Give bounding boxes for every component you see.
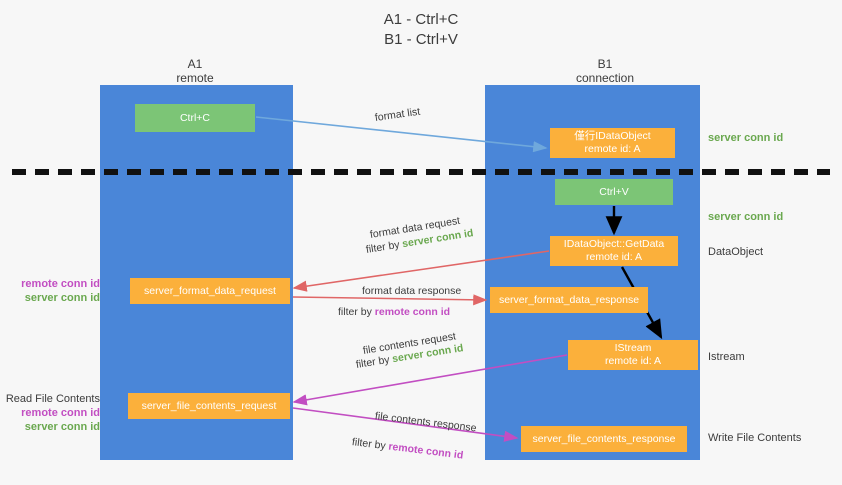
box-server-file-contents-request-label: server_file_contents_request bbox=[141, 399, 277, 412]
caption-format-data-response: format data response bbox=[362, 284, 461, 298]
label-read-file-contents: Read File Contents bbox=[5, 393, 100, 405]
label-remote-conn-id-2: remote conn id bbox=[21, 407, 100, 419]
column-b1-subtitle: connection bbox=[575, 71, 635, 85]
box-server-format-data-response[interactable]: server_format_data_response bbox=[490, 287, 648, 313]
box-ctrl-v-label: Ctrl+V bbox=[599, 185, 629, 198]
column-b1-name: B1 bbox=[597, 57, 613, 71]
box-idataobject-sublabel: remote id: A bbox=[584, 143, 641, 155]
box-idataobject-getdata[interactable]: IDataObject::GetData remote id: A bbox=[550, 236, 678, 266]
box-idataobject[interactable]: 僅行IDataObject remote id: A bbox=[550, 128, 675, 158]
box-ctrl-v[interactable]: Ctrl+V bbox=[555, 179, 673, 205]
label-group-conn-ids-top: remote conn id server conn id bbox=[8, 277, 100, 305]
page-title: A1 - Ctrl+C B1 - Ctrl+V bbox=[0, 10, 842, 50]
label-server-conn-id-1: server conn id bbox=[24, 292, 100, 304]
box-server-file-contents-response-label: server_file_contents_response bbox=[532, 432, 676, 445]
box-istream-sublabel: remote id: A bbox=[604, 355, 662, 367]
box-getdata-sublabel: remote id: A bbox=[585, 251, 643, 263]
label-write-file-contents: Write File Contents bbox=[708, 432, 802, 444]
box-istream[interactable]: IStream remote id: A bbox=[568, 340, 698, 370]
box-server-format-data-response-label: server_format_data_response bbox=[498, 293, 640, 306]
label-server-conn-id-top: server conn id bbox=[708, 132, 784, 144]
label-remote-conn-id-1: remote conn id bbox=[21, 278, 100, 290]
box-getdata-label: IDataObject::GetData bbox=[563, 238, 665, 250]
box-istream-label: IStream bbox=[614, 342, 652, 354]
label-group-read-file-contents: Read File Contents remote conn id server… bbox=[4, 392, 100, 434]
title-line-2: B1 - Ctrl+V bbox=[384, 31, 458, 48]
box-ctrl-c[interactable]: Ctrl+C bbox=[135, 104, 255, 132]
box-server-file-contents-request[interactable]: server_file_contents_request bbox=[128, 393, 290, 419]
box-idataobject-label: 僅行IDataObject bbox=[574, 130, 651, 142]
label-server-conn-id-2: server conn id bbox=[24, 421, 100, 433]
caption-format-data-response-filter: filter by remote conn id bbox=[338, 305, 450, 319]
label-dataobject: DataObject bbox=[708, 246, 764, 258]
filter-key-remote-conn-id: remote conn id bbox=[374, 306, 451, 318]
label-istream: Istream bbox=[708, 351, 745, 363]
column-header-a1: A1 remote bbox=[120, 57, 270, 85]
label-server-conn-id-mid: server conn id bbox=[708, 211, 784, 223]
column-header-b1: B1 connection bbox=[530, 57, 680, 85]
box-ctrl-c-label: Ctrl+C bbox=[179, 111, 211, 124]
title-line-1: A1 - Ctrl+C bbox=[383, 11, 459, 28]
column-a1-name: A1 bbox=[187, 57, 203, 71]
column-a1-subtitle: remote bbox=[176, 71, 214, 85]
caption-format-data-response-text: format data response bbox=[362, 285, 462, 297]
box-server-format-data-request-label: server_format_data_request bbox=[144, 284, 276, 297]
filter-prefix: filter by bbox=[338, 306, 375, 318]
box-server-format-data-request[interactable]: server_format_data_request bbox=[130, 278, 290, 304]
box-server-file-contents-response[interactable]: server_file_contents_response bbox=[521, 426, 687, 452]
